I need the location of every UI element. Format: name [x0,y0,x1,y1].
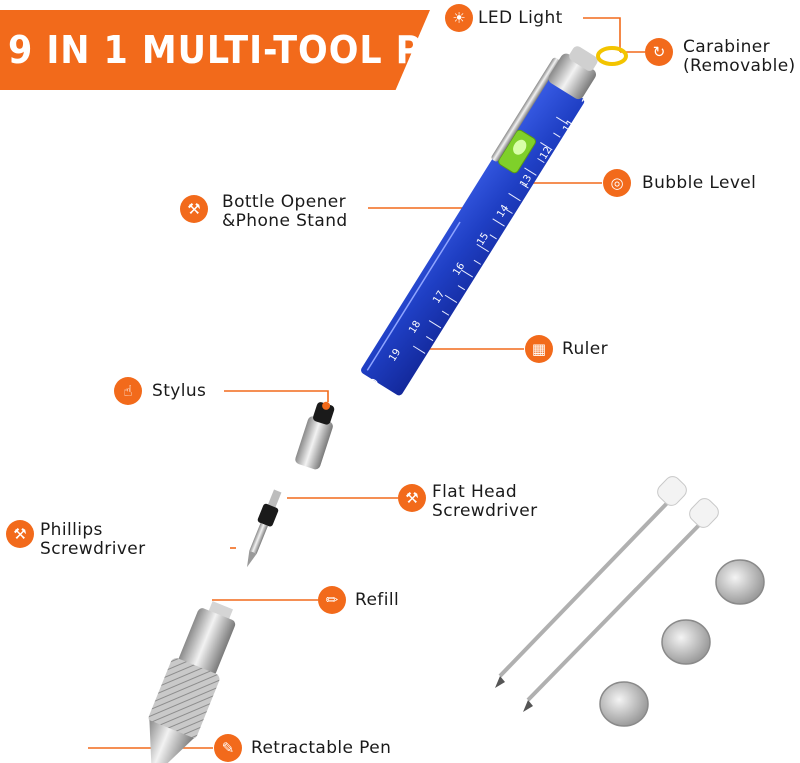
bubble-level-icon: ◎ [603,169,631,197]
label-bottle-opener-line1: Bottle Opener [222,192,347,212]
flat-screwdriver-icon: ⚒ [398,484,426,512]
label-flat-head-line2: Screwdriver [432,501,538,521]
label-retractable-pen: Retractable Pen [251,738,392,758]
label-led-light: LED Light [478,8,563,28]
label-carabiner: Carabiner (Removable) [683,38,796,76]
label-bottle-opener-line2: &Phone Stand [222,211,348,231]
label-phillips-line1: Phillips [40,520,103,540]
label-flat-head: Flat Head Screwdriver [432,483,538,521]
pen-icon: ✎ [214,734,242,762]
bottle-opener-icon: ⚒ [180,195,208,223]
label-flat-head-line1: Flat Head [432,482,518,502]
label-refill: Refill [355,590,400,610]
ruler-icon: ▦ [525,335,553,363]
phillips-screwdriver-icon: ⚒ [6,520,34,548]
title-banner [0,10,430,90]
label-stylus: Stylus [152,381,207,401]
label-phillips-line2: Screwdriver [40,539,146,559]
label-bubble-level: Bubble Level [642,173,757,193]
lightbulb-icon: ☀ [445,4,473,32]
carabiner-icon: ↻ [645,38,673,66]
label-bottle-opener: Bottle Opener &Phone Stand [222,193,348,231]
label-ruler: Ruler [562,339,608,359]
label-carabiner-line1: Carabiner [683,37,771,57]
hand-pointer-icon: ☝ [114,377,142,405]
label-phillips: Phillips Screwdriver [40,521,146,559]
label-carabiner-line2: (Removable) [683,56,796,76]
refill-icon: ✏ [318,586,346,614]
